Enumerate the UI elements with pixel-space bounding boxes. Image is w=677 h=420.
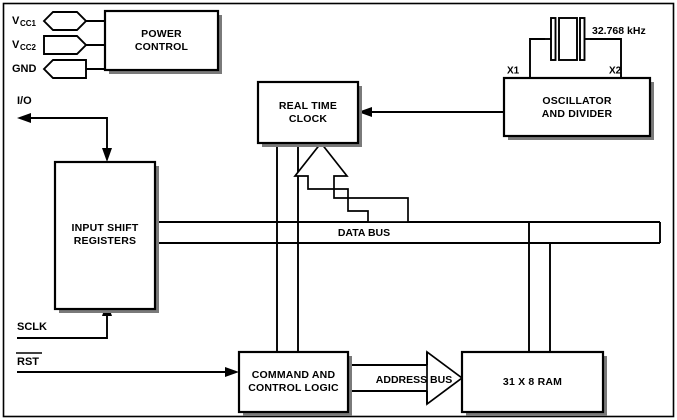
crystal-frequency-label: 32.768 kHz [592,25,646,37]
arrowhead-osc-to-rtc [358,107,372,117]
io-label: I/O [17,95,32,107]
input-shift-label-2: REGISTERS [74,235,136,247]
ram-box [460,350,605,414]
rtc-box [256,80,360,145]
address-bus-label: ADDRESS BUS [376,374,452,386]
vcc1-subscript: CC1 [20,19,37,28]
pin-symbol-vcc2 [43,35,88,55]
crystal-symbol-group [545,17,590,61]
gnd-label: GND [12,63,37,75]
input-shift-box [53,160,157,311]
databus-up-arrow-group [293,141,409,223]
node-label-x1: X1 [507,66,520,77]
pin-label-vcc2: V CC2 [12,39,37,52]
crystal-plate-left [550,17,557,61]
block-input-shift-registers[interactable]: INPUT SHIFT REGISTERS [53,160,159,313]
power-control-box [103,9,220,72]
crystal-plate-right [579,17,586,61]
addressbus-hollow-arrow-to-ram [426,350,464,406]
oscillator-label-2: AND DIVIDER [542,108,613,120]
block-real-time-clock[interactable]: REAL TIME CLOCK [256,80,362,147]
vcc2-label: V [12,39,20,51]
input-shift-label-1: INPUT SHIFT [72,222,139,234]
data-bus-label: DATA BUS [338,227,390,239]
pin-label-rst: RST [16,352,42,368]
arrowhead-rst-in [225,367,239,377]
pin-symbol-vcc1 [42,11,88,31]
command-logic-label-1: COMMAND AND [252,369,336,381]
wire-x2-to-crystal [590,38,622,78]
block-command-and-control-logic[interactable]: COMMAND AND CONTROL LOGIC [237,350,352,416]
crystal-body [558,17,578,61]
oscillator-box [502,76,652,138]
power-control-label-2: CONTROL [135,41,189,53]
command-logic-box [237,350,350,414]
command-logic-label-2: CONTROL LOGIC [248,382,339,394]
oscillator-label-1: OSCILLATOR [542,95,611,107]
wire-io-path [28,117,108,151]
ram-label-1: 31 X 8 RAM [503,376,562,388]
block-oscillator-and-divider[interactable]: OSCILLATOR AND DIVIDER [502,76,654,140]
vcc1-label: V [12,15,20,27]
rtc-label-1: REAL TIME [279,100,337,112]
node-label-x2: X2 [609,66,622,77]
sclk-label: SCLK [17,321,47,333]
vcc2-subscript: CC2 [20,43,37,52]
rst-label: RST [17,356,39,368]
arrowhead-io-out [17,113,31,123]
pin-symbol-gnd [42,59,87,79]
addressbus-arrow-group [426,350,464,406]
wire-x1-to-crystal [529,38,545,78]
databus-hollow-arrow-to-rtc [293,141,409,223]
power-control-label-1: POWER [141,28,182,40]
block-power-control[interactable]: POWER CONTROL [103,9,222,74]
block-ram[interactable]: 31 X 8 RAM [460,350,607,416]
wire-sclk-path [17,313,108,339]
rtc-label-2: CLOCK [289,113,328,125]
arrowhead-io-in [102,148,112,162]
pin-label-vcc1: V CC1 [12,15,37,28]
